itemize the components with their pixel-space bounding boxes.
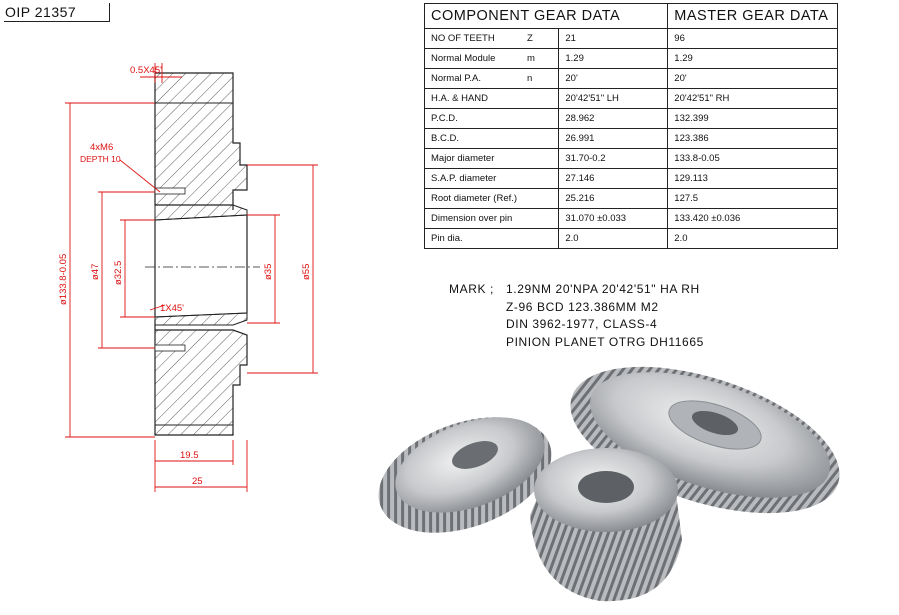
marking-prefix: MARK ;: [449, 282, 494, 296]
table-row: NO OF TEETH Z 21 96: [423, 28, 838, 49]
bore-label: ø32.5: [113, 261, 124, 285]
table-row: Pin dia. 2.0 2.0: [423, 228, 838, 249]
marking-line-4: PINION PLANET OTRG DH11665: [506, 334, 704, 349]
gear-section-drawing: 0.5X45' 4xM6 DEPTH 10 ø133.8-0.05 ø47 ø3…: [58, 63, 318, 492]
component-value: 21: [558, 28, 669, 49]
face-width-label: 19.5: [180, 450, 199, 461]
master-value: 20'42'51" RH: [667, 88, 838, 109]
row-symbol: n: [527, 73, 533, 84]
gear-data-table: COMPONENT GEAR DATA MASTER GEAR DATA NO …: [423, 3, 838, 249]
pinion-gear-image: [530, 448, 682, 602]
component-value: 25.216: [558, 188, 669, 209]
row-label: Dimension over pin: [431, 213, 513, 224]
hub-bore-label: ø35: [263, 264, 274, 280]
table-row: H.A. & HAND 20'42'51" LH 20'42'51" RH: [423, 88, 838, 109]
row-label: H.A. & HAND: [431, 93, 489, 104]
bolt-circle-label: ø47: [90, 264, 101, 280]
table-row: Normal Module m 1.29 1.29: [423, 48, 838, 69]
master-value: 129.113: [667, 168, 838, 189]
component-value: 26.991: [558, 128, 669, 149]
gears-photo: [378, 366, 840, 602]
component-value: 31.070 ±0.033: [558, 208, 669, 229]
table-row: B.C.D. 26.991 123.386: [423, 128, 838, 149]
master-value: 1.29: [667, 48, 838, 69]
row-label: Normal Module: [431, 53, 496, 64]
marking-note: MARK ; 1.29NM 20'NPA 20'42'51" HA RH Z-96…: [449, 281, 704, 351]
row-label: Major diameter: [431, 153, 495, 164]
component-header: COMPONENT GEAR DATA: [423, 3, 669, 29]
chamfer-bore-label: 1X45': [160, 303, 184, 314]
component-value: 31.70-0.2: [558, 148, 669, 169]
dimension-lines: [65, 63, 318, 492]
row-symbol: Z: [527, 33, 533, 44]
row-label: Root diameter (Ref.): [431, 193, 518, 204]
master-value: 20': [667, 68, 838, 89]
master-header: MASTER GEAR DATA: [667, 3, 838, 29]
component-value: 2.0: [558, 228, 669, 249]
table-row: S.A.P. diameter 27.146 129.113: [423, 168, 838, 189]
component-value: 1.29: [558, 48, 669, 69]
chamfer-top-label: 0.5X45': [130, 65, 162, 76]
master-value: 133.420 ±0.036: [667, 208, 838, 229]
marking-line-3: DIN 3962-1977, CLASS-4: [506, 317, 658, 331]
table-header-row: COMPONENT GEAR DATA MASTER GEAR DATA: [423, 3, 838, 29]
drawing-number: OIP 21357: [4, 3, 110, 22]
overall-width-label: 25: [192, 476, 203, 487]
row-label: Normal P.A.: [431, 73, 481, 84]
hub-diameter-label: ø55: [301, 264, 312, 280]
row-label: Pin dia.: [431, 233, 463, 244]
marking-line-2: Z-96 BCD 123.386MM M2: [506, 299, 659, 314]
table-row: P.C.D. 28.962 132.399: [423, 108, 838, 129]
row-label: NO OF TEETH: [431, 33, 495, 44]
gear-cross-section: [145, 72, 260, 436]
table-row: Root diameter (Ref.) 25.216 127.5: [423, 188, 838, 209]
master-value: 96: [667, 28, 838, 49]
tapped-depth-label: DEPTH 10: [80, 154, 121, 164]
table-row: Normal P.A. n 20' 20': [423, 68, 838, 89]
master-value: 2.0: [667, 228, 838, 249]
row-label: P.C.D.: [431, 113, 458, 124]
marking-line-1: 1.29NM 20'NPA 20'42'51" HA RH: [506, 282, 700, 296]
component-value: 27.146: [558, 168, 669, 189]
master-value: 132.399: [667, 108, 838, 129]
master-value: 127.5: [667, 188, 838, 209]
table-row: Dimension over pin 31.070 ±0.033 133.420…: [423, 208, 838, 229]
component-value: 28.962: [558, 108, 669, 129]
outer-diameter-label: ø133.8-0.05: [58, 254, 69, 305]
component-value: 20': [558, 68, 669, 89]
component-value: 20'42'51" LH: [558, 88, 669, 109]
master-value: 133.8-0.05: [667, 148, 838, 169]
row-label: B.C.D.: [431, 133, 459, 144]
row-label: S.A.P. diameter: [431, 173, 497, 184]
master-value: 123.386: [667, 128, 838, 149]
tapped-holes-label: 4xM6: [90, 142, 113, 153]
table-row: Major diameter 31.70-0.2 133.8-0.05: [423, 148, 838, 169]
row-symbol: m: [527, 53, 535, 64]
left-gear-image: [378, 417, 552, 533]
